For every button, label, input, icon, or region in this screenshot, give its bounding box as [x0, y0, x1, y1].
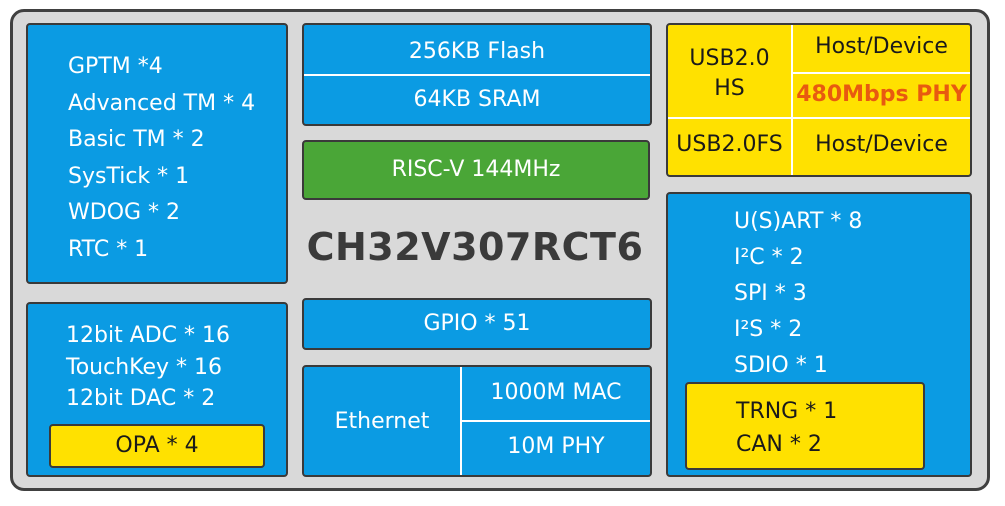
- opa-label: OPA * 4: [115, 433, 199, 458]
- usb-hs-mode: Host/Device: [815, 34, 948, 59]
- security-list: TRNG * 1 CAN * 2: [736, 395, 837, 461]
- gpio-block: GPIO * 51: [302, 298, 652, 350]
- timer-item: Advanced TM * 4: [68, 90, 256, 116]
- gpio-label: GPIO * 51: [423, 311, 531, 336]
- usb-fs-divider: [668, 117, 970, 119]
- comms-item: I²C * 2: [734, 245, 804, 270]
- memory-divider: [304, 74, 650, 76]
- analog-item: TouchKey * 16: [66, 354, 223, 380]
- usb-hs-phy: 480Mbps PHY: [796, 82, 967, 107]
- phy-label: 10M PHY: [507, 434, 605, 459]
- core-block: RISC-V 144MHz: [302, 140, 650, 200]
- comms-list: U(S)ART * 8 I²C * 2 SPI * 3 I²S * 2 SDIO…: [734, 204, 862, 384]
- memory-block: 256KB Flash 64KB SRAM: [302, 23, 652, 126]
- comms-item: I²S * 2: [734, 317, 803, 342]
- ethernet-block: Ethernet 1000M MAC 10M PHY: [302, 365, 652, 477]
- timer-item: GPTM *4: [68, 54, 163, 79]
- flash-label: 256KB Flash: [408, 39, 546, 64]
- chip-name: CH32V307RCT6: [306, 225, 644, 269]
- timer-item: Basic TM * 2: [68, 127, 205, 152]
- timers-block: GPTM *4 Advanced TM * 4 Basic TM * 2 Sys…: [26, 23, 288, 284]
- usb-fs-label: USB2.0FS: [676, 132, 783, 157]
- ethernet-label: Ethernet: [334, 409, 430, 434]
- opa-block: OPA * 4: [49, 424, 265, 468]
- analog-item: 12bit DAC * 2: [66, 386, 216, 411]
- security-item: TRNG * 1: [736, 399, 838, 424]
- timer-item: RTC * 1: [68, 236, 149, 262]
- usb-vertical-divider: [791, 25, 793, 175]
- timers-list: GPTM *4 Advanced TM * 4 Basic TM * 2 Sys…: [68, 49, 255, 268]
- mac-label: 1000M MAC: [490, 380, 622, 405]
- ethernet-subdivider: [460, 420, 650, 422]
- analog-list: 12bit ADC * 16 TouchKey * 16 12bit DAC *…: [66, 320, 230, 415]
- sram-label: 64KB SRAM: [413, 87, 541, 112]
- core-label: RISC-V 144MHz: [391, 157, 561, 182]
- usb-block: USB2.0 HS Host/Device 480Mbps PHY USB2.0…: [666, 23, 972, 177]
- usb-hs-label: USB2.0 HS: [689, 46, 770, 101]
- usb-hs-phy-divider: [793, 72, 970, 74]
- timer-item: SysTick * 1: [68, 163, 190, 189]
- comms-block: U(S)ART * 8 I²C * 2 SPI * 3 I²S * 2 SDIO…: [666, 192, 972, 477]
- timer-item: WDOG * 2: [68, 200, 181, 225]
- security-block: TRNG * 1 CAN * 2: [685, 382, 925, 470]
- comms-item: SDIO * 1: [734, 353, 828, 378]
- comms-item: SPI * 3: [734, 281, 807, 306]
- usb-fs-mode: Host/Device: [815, 132, 948, 157]
- analog-item: 12bit ADC * 16: [66, 323, 231, 348]
- security-item: CAN * 2: [736, 432, 822, 457]
- analog-block: 12bit ADC * 16 TouchKey * 16 12bit DAC *…: [26, 302, 288, 477]
- comms-item: U(S)ART * 8: [734, 209, 863, 234]
